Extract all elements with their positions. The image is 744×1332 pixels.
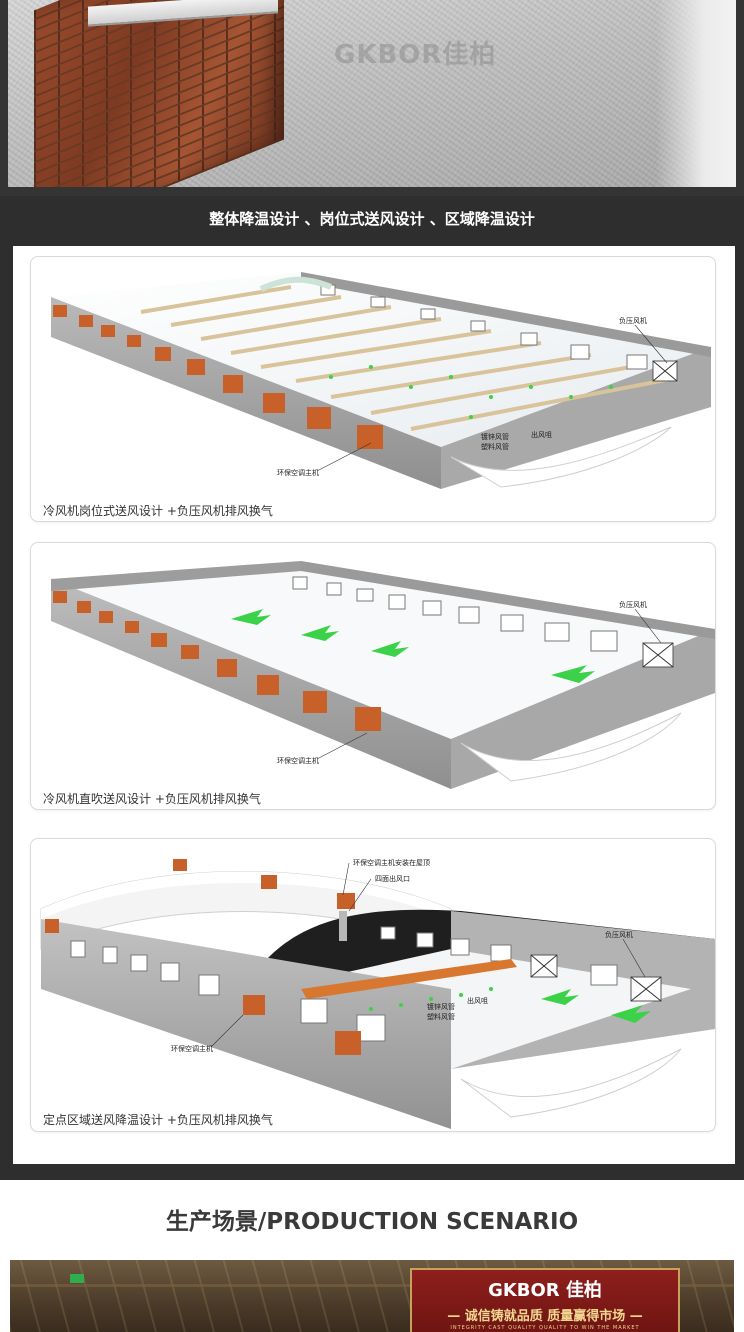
diagram-card-station-supply: 负压风机 出风咀 镀锌风管 塑料风管 环保空调主机 冷风机岗位式送风设计 +负压…	[30, 256, 716, 522]
label-exhaust-fan: 负压风机	[619, 316, 647, 325]
label-plastic-duct-3: 塑料风管	[427, 1012, 455, 1021]
label-outlet-3: 出风咀	[467, 996, 488, 1005]
workshop-diagram-2: 负压风机 环保空调主机	[51, 561, 715, 789]
caption-direct-blow: 冷风机直吹送风设计 +负压风机排风换气	[43, 792, 261, 806]
label-exhaust-fan-3: 负压风机	[605, 930, 633, 939]
label-exhaust-fan-2: 负压风机	[619, 600, 647, 609]
diagram-panel: 负压风机 出风咀 镀锌风管 塑料风管 环保空调主机 冷风机岗位式送风设计 +负压…	[13, 246, 735, 1164]
label-roof-unit: 环保空调主机安装在屋顶	[353, 858, 430, 867]
label-four-way-outlet: 四面出风口	[375, 874, 410, 883]
label-cooler-unit-3: 环保空调主机	[171, 1044, 213, 1053]
caption-zone-supply: 定点区域送风降温设计 +负压风机排风换气	[43, 1113, 273, 1127]
company-banner: GKBOR 佳柏 — 诚信铸就品质 质量赢得市场 — INTEGRITY CAS…	[410, 1268, 680, 1332]
diagram-card-zone-supply: 环保空调主机安装在屋顶 四面出风口 负压风机 出风咀 镀锌风管 塑料风管 环保空…	[30, 838, 716, 1132]
production-section: 生产场景/PRODUCTION SCENARIO GKBOR 佳柏 — 诚信铸就…	[0, 1180, 744, 1332]
workshop-diagram-3: 环保空调主机安装在屋顶 四面出风口 负压风机 出风咀 镀锌风管 塑料风管 环保空…	[40, 858, 715, 1129]
exit-sign-icon	[70, 1274, 84, 1283]
brand-watermark: GKBOR佳柏	[334, 40, 497, 70]
hero-scene: GKBOR佳柏	[8, 0, 736, 187]
label-cooler-unit-2: 环保空调主机	[277, 756, 319, 765]
hero-image: GKBOR佳柏	[0, 0, 744, 196]
production-title: 生产场景/PRODUCTION SCENARIO	[165, 1209, 579, 1235]
section-title: 整体降温设计 、岗位式送风设计 、区域降温设计	[209, 210, 535, 228]
workshop-diagram-1: 负压风机 出风咀 镀锌风管 塑料风管 环保空调主机	[51, 272, 711, 489]
label-cooler-unit: 环保空调主机	[277, 468, 319, 477]
diagram-card-direct-blow: 负压风机 环保空调主机 冷风机直吹送风设计 +负压风机排风换气	[30, 542, 716, 810]
banner-brand: GKBOR 佳柏	[488, 1280, 602, 1301]
banner-slogan-english: INTEGRITY CAST QUALITY QUALITY TO WIN TH…	[450, 1325, 640, 1331]
label-outlet: 出风咀	[531, 430, 552, 439]
caption-station-supply: 冷风机岗位式送风设计 +负压风机排风换气	[43, 504, 273, 518]
banner-slogan: — 诚信铸就品质 质量赢得市场 —	[447, 1309, 643, 1324]
label-galvanized-duct-3: 镀锌风管	[427, 1002, 455, 1011]
label-plastic-duct: 塑料风管	[481, 442, 509, 451]
label-galvanized-duct: 镀锌风管	[481, 432, 509, 441]
factory-photo: GKBOR 佳柏 — 诚信铸就品质 质量赢得市场 — INTEGRITY CAS…	[10, 1260, 734, 1332]
